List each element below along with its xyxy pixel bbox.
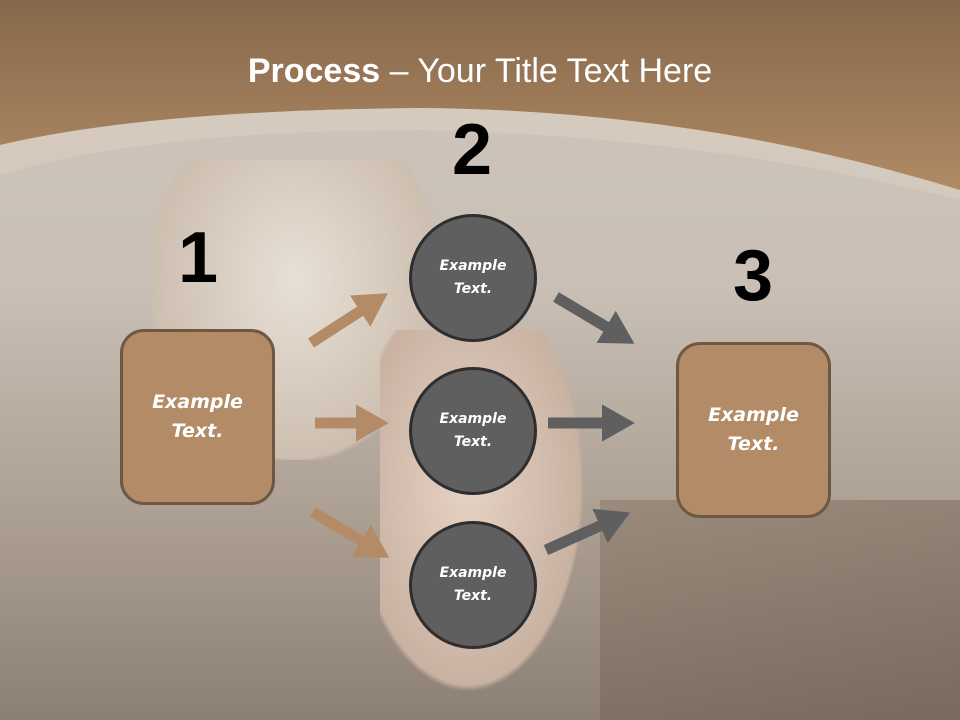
box1-line2: Text. bbox=[171, 420, 224, 442]
box3-line2: Text. bbox=[727, 433, 780, 455]
step-number-3: 3 bbox=[732, 236, 774, 316]
circle2-line2: Text. bbox=[453, 434, 493, 450]
background-photo-chair bbox=[600, 500, 960, 720]
circle1-line1: Example bbox=[439, 258, 507, 274]
arrow-2a-to-3 bbox=[553, 292, 635, 344]
circle3-line2: Text. bbox=[453, 588, 493, 604]
circle1-line2: Text. bbox=[453, 281, 493, 297]
title-bold: Process bbox=[247, 52, 381, 90]
title-rest: – Your Title Text Here bbox=[380, 52, 713, 90]
box3-line1: Example bbox=[708, 404, 799, 426]
step-number-2: 2 bbox=[451, 110, 493, 190]
box1-line1: Example bbox=[152, 391, 243, 413]
slide-title: Process – Your Title Text Here bbox=[0, 52, 960, 91]
arrow-2c-to-3 bbox=[543, 508, 631, 556]
header-banner bbox=[0, 0, 960, 200]
circle3-line1: Example bbox=[439, 565, 507, 581]
step-number-1: 1 bbox=[177, 218, 219, 298]
arrow-1-to-2c bbox=[310, 507, 390, 558]
circle2-line1: Example bbox=[439, 411, 507, 427]
arrow-1-to-2a bbox=[308, 293, 388, 348]
